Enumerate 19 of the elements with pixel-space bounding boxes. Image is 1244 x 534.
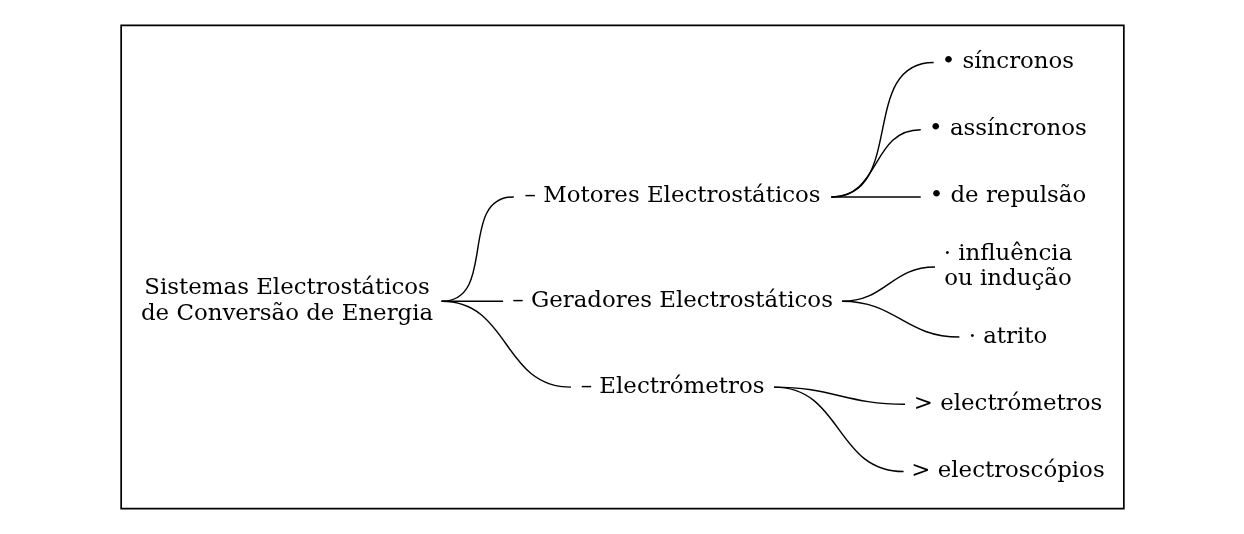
node-text: · influência ou indução [943, 238, 1072, 291]
node-text: • de repulsão [929, 181, 1086, 208]
node-text: • síncronos [941, 46, 1074, 73]
connector [840, 300, 960, 338]
node-text: – Geradores Electrostáticos [511, 285, 833, 312]
connector [772, 386, 904, 473]
node-text: Sistemas Electrostáticos de Conversão de Energia [140, 272, 433, 325]
connector [830, 61, 934, 198]
cluster [119, 24, 1125, 510]
node-text: – Electrómetros [580, 371, 764, 398]
connector [830, 196, 921, 198]
node-text: • assíncronos [928, 114, 1087, 141]
node-text: > electrómetros [913, 388, 1102, 415]
connector [440, 196, 514, 303]
node-text: – Motores Electrostáticos [524, 181, 821, 208]
node-text: · atrito [968, 321, 1047, 348]
connector [830, 128, 921, 198]
node-text: > electroscópios [910, 455, 1105, 482]
connector [440, 300, 572, 388]
